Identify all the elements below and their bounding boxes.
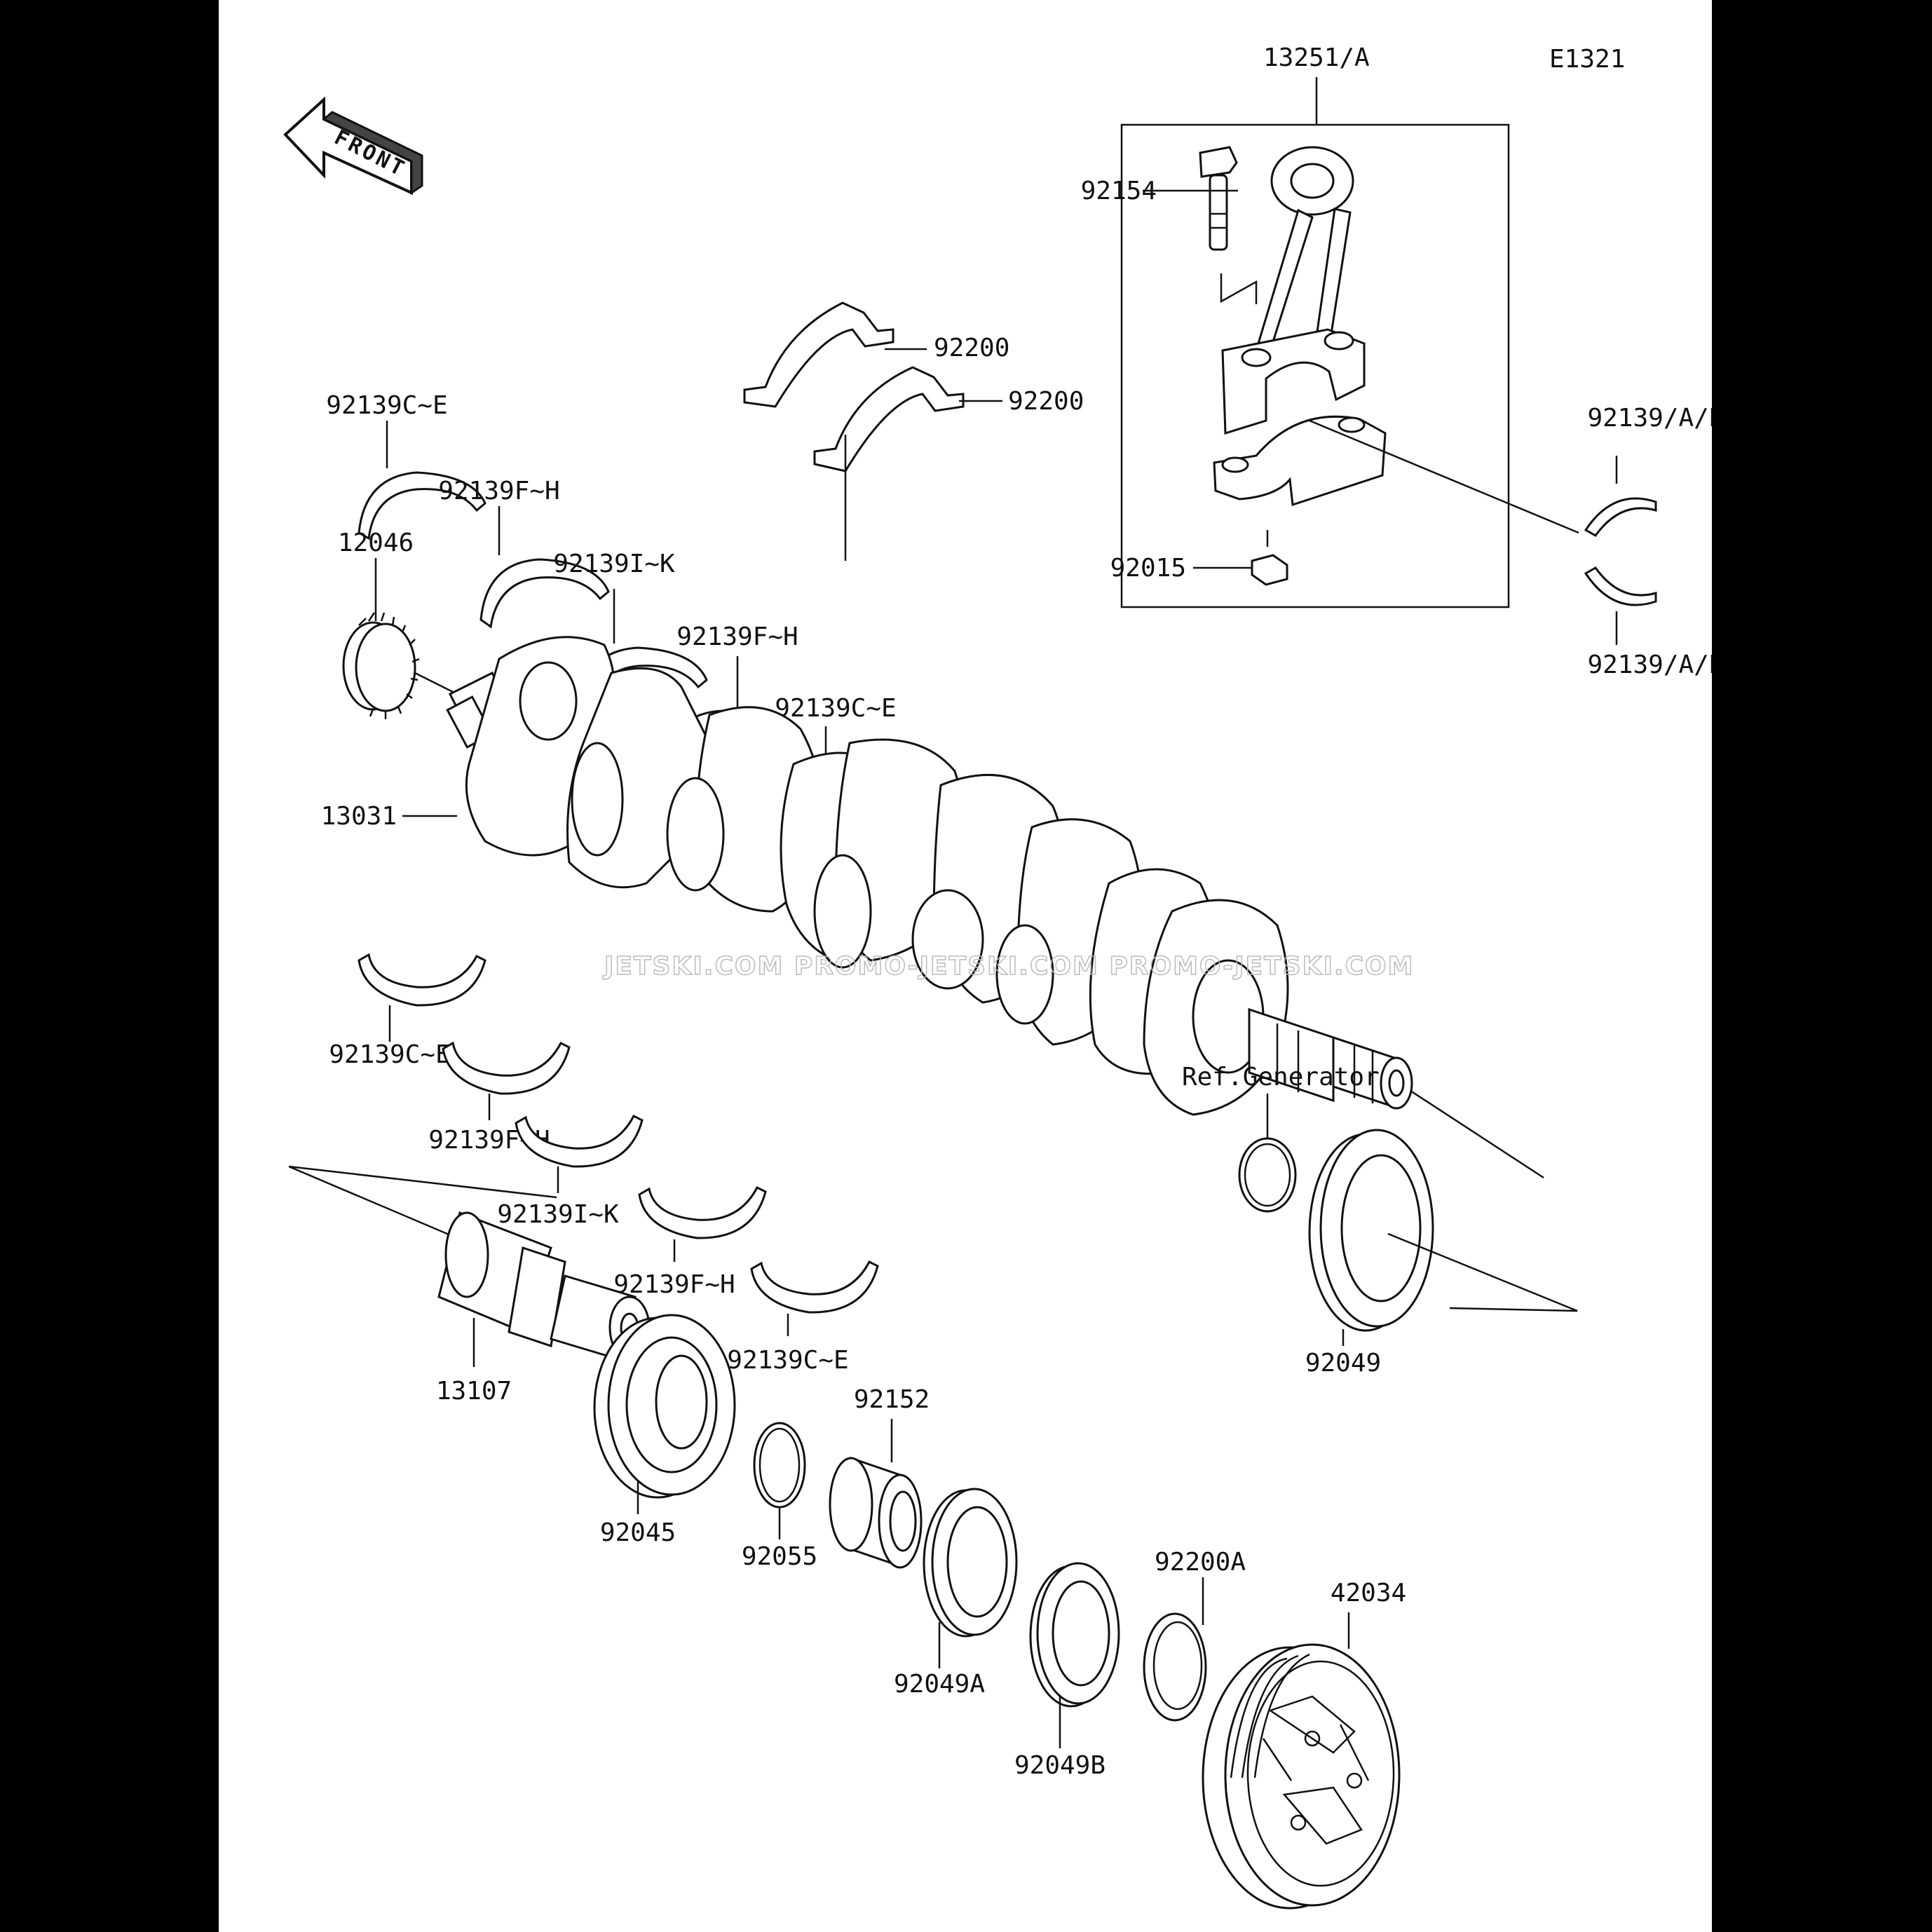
label-92049: 92049 bbox=[1305, 1349, 1381, 1377]
crankshaft bbox=[446, 636, 1413, 1116]
diagram-sheet: E1321 FRONT 13251/A 92154 bbox=[219, 0, 1712, 1932]
ball-bearing bbox=[593, 1314, 736, 1499]
label-13031: 13031 bbox=[321, 802, 397, 831]
o-ring-92055 bbox=[753, 1422, 806, 1509]
label-92139fh-4: 92139F~H bbox=[613, 1270, 735, 1299]
label-92200a: 92200A bbox=[1155, 1548, 1246, 1577]
coupling bbox=[1202, 1643, 1401, 1910]
collar bbox=[829, 1456, 923, 1569]
label-92200-a: 92200 bbox=[934, 334, 1009, 362]
label-92139fh-2: 92139F~H bbox=[676, 623, 798, 651]
label-92139ce-2: 92139C~E bbox=[775, 694, 896, 723]
connecting-rod bbox=[1221, 146, 1366, 435]
label-13251-a: 13251/A bbox=[1263, 43, 1370, 72]
label-92049b: 92049B bbox=[1014, 1751, 1106, 1780]
bearing-shell bbox=[750, 1260, 879, 1314]
bearing-shell bbox=[638, 1185, 767, 1239]
bearing-shell bbox=[358, 953, 487, 1007]
label-92139ab-bottom: 92139/A/B bbox=[1587, 651, 1712, 679]
label-92139ab-top: 92139/A/B bbox=[1587, 404, 1712, 433]
label-92139ce-3: 92139C~E bbox=[329, 1040, 450, 1069]
label-12046: 12046 bbox=[338, 529, 414, 557]
con-rod-cap bbox=[1213, 415, 1387, 507]
watermark: JETSKI.COM PROMO-JETSKI.COM PROMO-JETSKI… bbox=[602, 952, 1414, 981]
con-rod-bearing-lower bbox=[1584, 566, 1657, 606]
label-92045: 92045 bbox=[600, 1518, 676, 1547]
label-92139fh-1: 92139F~H bbox=[438, 477, 559, 505]
o-ring-generator bbox=[1238, 1137, 1297, 1213]
thrust-washer-lower bbox=[813, 366, 965, 472]
label-92055: 92055 bbox=[742, 1542, 817, 1571]
label-92015: 92015 bbox=[1110, 554, 1186, 583]
exploded-parts-diagram: E1321 FRONT 13251/A 92154 bbox=[283, 43, 1712, 1910]
crank-gear bbox=[342, 612, 420, 719]
label-92049a: 92049A bbox=[894, 1670, 985, 1699]
bearing-shell bbox=[442, 1041, 571, 1095]
label-92154: 92154 bbox=[1081, 177, 1157, 205]
label-92152: 92152 bbox=[854, 1385, 930, 1414]
bearing-shell bbox=[479, 558, 610, 629]
label-92139ce-1: 92139C~E bbox=[326, 391, 447, 420]
ref-generator-label: Ref.Generator bbox=[1182, 1063, 1380, 1091]
con-rod-bolt bbox=[1199, 146, 1238, 251]
kit-box bbox=[1120, 123, 1510, 608]
label-42034: 42034 bbox=[1331, 1579, 1406, 1607]
oil-seal-92049b bbox=[1029, 1562, 1120, 1708]
label-92200-b: 92200 bbox=[1008, 387, 1084, 416]
oil-seal-92049 bbox=[1308, 1129, 1434, 1332]
label-92139ik-1: 92139I~K bbox=[553, 550, 675, 578]
label-13107: 13107 bbox=[436, 1377, 512, 1406]
con-rod-bearing-upper bbox=[1584, 497, 1657, 537]
oil-seal-92049a bbox=[923, 1488, 1018, 1638]
diagram-code: E1321 bbox=[1549, 45, 1625, 74]
label-92139ik-2: 92139I~K bbox=[497, 1200, 619, 1229]
front-arrow-icon: FRONT bbox=[283, 96, 423, 196]
con-rod-kit-group: 13251/A 92154 92015 bbox=[1081, 43, 1510, 608]
con-rod-nut bbox=[1251, 554, 1288, 586]
bearing-shell bbox=[358, 471, 487, 540]
thrust-washer-upper bbox=[743, 301, 894, 408]
bearing-shell bbox=[515, 1114, 644, 1168]
label-92139ce-4: 92139C~E bbox=[727, 1346, 848, 1375]
